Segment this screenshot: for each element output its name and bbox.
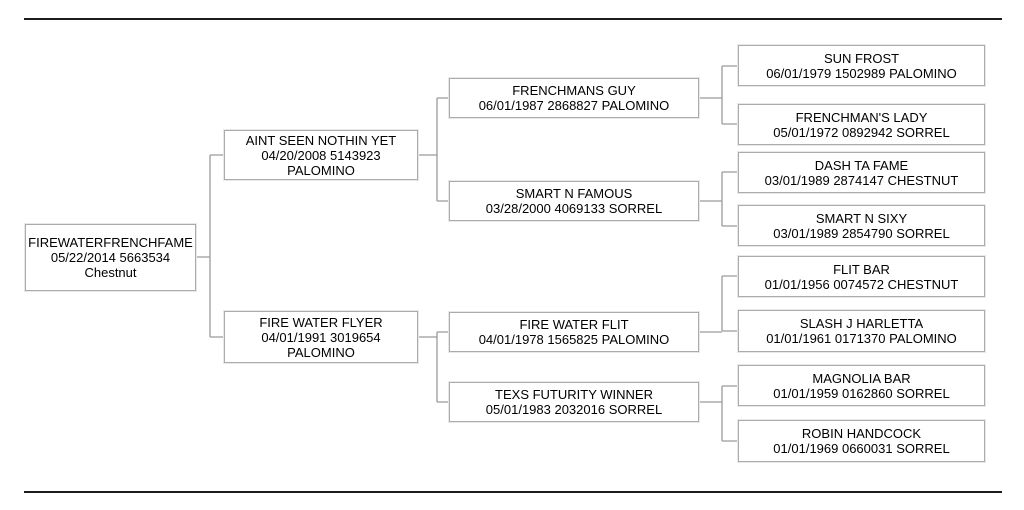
coat-color: SORREL (896, 225, 950, 241)
horse-name: FRENCHMANS GUY (512, 83, 636, 98)
horse-details: 04/01/1991 3019654 (261, 329, 381, 345)
pedigree-node-texs-futurity-winner: TEXS FUTURITY WINNER 05/01/1983 2032016 … (449, 382, 699, 422)
horse-details: 05/22/2014 5663534 (50, 250, 171, 265)
pedigree-node-smart-n-sixy: SMART N SIXY 03/01/1989 2854790 SORREL (738, 205, 985, 246)
coat-color: SORREL (608, 402, 663, 417)
horse-details: 05/01/1972 0892942 SORREL (741, 125, 982, 140)
horse-details: 01/01/1969 0660031 SORREL (741, 441, 982, 456)
pedigree-node-robin-handcock: ROBIN HANDCOCK 01/01/1969 0660031 SORREL (738, 420, 985, 462)
pedigree-node-smart-n-famous: SMART N FAMOUS 03/28/2000 4069133 SORREL (449, 181, 699, 221)
horse-name: SLASH J HARLETTA (799, 316, 924, 331)
pedigree-node-magnolia-bar: MAGNOLIA BAR 01/01/1959 0162860 SORREL (738, 365, 985, 406)
horse-details: 06/01/1979 1502989 PALOMINO (741, 66, 982, 81)
birth-reg: 01/01/1959 0162860 (773, 385, 893, 401)
birth-reg: 01/01/1969 0660031 (773, 441, 893, 456)
horse-details: 01/01/1956 0074572 CHESTNUT (741, 277, 982, 292)
coat-color: PALOMINO (889, 65, 957, 81)
horse-details: 06/01/1987 2868827 PALOMINO (452, 98, 696, 113)
coat-color: PALOMINO (287, 344, 355, 360)
horse-name: TEXS FUTURITY WINNER (495, 387, 653, 402)
pedigree-node-aint-seen-nothin-yet: AINT SEEN NOTHIN YET 04/20/2008 5143923 … (224, 130, 418, 180)
horse-details: 04/20/2008 5143923 (261, 147, 381, 163)
coat-color: Chestnut (84, 265, 137, 280)
horse-name: SMART N FAMOUS (515, 186, 633, 201)
pedigree-node-frenchmans-lady: FRENCHMAN'S LADY 05/01/1972 0892942 SORR… (738, 104, 985, 145)
horse-name: FRENCHMAN'S LADY (795, 109, 928, 125)
horse-name: SUN FROST (823, 50, 900, 66)
pedigree-node-fire-water-flit: FIRE WATER FLIT 04/01/1978 1565825 PALOM… (449, 312, 699, 352)
horse-details: 01/01/1961 0171370 PALOMINO (741, 331, 982, 346)
birth-reg: 03/01/1989 2854790 (773, 225, 893, 241)
coat-color: SORREL (896, 124, 950, 140)
pedigree-node-slash-j-harletta: SLASH J HARLETTA 01/01/1961 0171370 PALO… (738, 310, 985, 352)
horse-name: AINT SEEN NOTHIN YET (245, 132, 397, 148)
coat-color: SORREL (608, 201, 663, 216)
pedigree-node-firewaterfrenchfame: FIREWATERFRENCHFAME 05/22/2014 5663534 C… (25, 224, 196, 291)
coat-color: PALOMINO (601, 98, 670, 113)
pedigree-node-sun-frost: SUN FROST 06/01/1979 1502989 PALOMINO (738, 45, 985, 86)
horse-details: 03/28/2000 4069133 SORREL (452, 201, 696, 216)
bottom-rule (24, 491, 1002, 493)
birth-reg: 05/01/1983 2032016 (485, 402, 606, 417)
pedigree-node-dash-ta-fame: DASH TA FAME 03/01/1989 2874147 CHESTNUT (738, 152, 985, 193)
horse-details: 03/01/1989 2854790 SORREL (741, 226, 982, 241)
coat-color: PALOMINO (889, 331, 957, 346)
birth-reg: 04/01/1978 1565825 (478, 332, 598, 347)
coat-color: SORREL (896, 441, 950, 456)
coat-color: PALOMINO (601, 332, 670, 347)
horse-details: 05/01/1983 2032016 SORREL (452, 402, 696, 417)
birth-reg: 06/01/1987 2868827 (478, 98, 598, 113)
birth-reg: 01/01/1961 0171370 (766, 331, 886, 346)
coat-color: PALOMINO (287, 162, 355, 178)
top-rule (24, 18, 1002, 20)
birth-reg: 03/28/2000 4069133 (485, 201, 606, 216)
horse-name: SMART N SIXY (815, 210, 908, 226)
horse-details: 01/01/1959 0162860 SORREL (741, 386, 982, 401)
birth-reg: 06/01/1979 1502989 (766, 65, 886, 81)
pedigree-node-frenchmans-guy: FRENCHMANS GUY 06/01/1987 2868827 PALOMI… (449, 78, 699, 118)
horse-name: FLIT BAR (833, 261, 890, 277)
coat-color: CHESTNUT (887, 276, 959, 292)
coat-color: CHESTNUT (887, 172, 959, 188)
horse-name: MAGNOLIA BAR (812, 370, 911, 386)
horse-name: FIRE WATER FLIT (519, 317, 629, 332)
pedigree-node-fire-water-flyer: FIRE WATER FLYER 04/01/1991 3019654 PALO… (224, 311, 418, 363)
horse-name: FIREWATERFRENCHFAME (28, 235, 193, 250)
horse-details: 03/01/1989 2874147 CHESTNUT (741, 173, 982, 188)
horse-name: DASH TA FAME (814, 157, 909, 173)
birth-reg: 03/01/1989 2874147 (764, 172, 884, 188)
coat-color: SORREL (896, 385, 950, 401)
horse-name: FIRE WATER FLYER (259, 314, 383, 330)
birth-reg: 01/01/1956 0074572 (764, 276, 884, 292)
birth-reg: 05/01/1972 0892942 (773, 124, 893, 140)
pedigree-node-flit-bar: FLIT BAR 01/01/1956 0074572 CHESTNUT (738, 256, 985, 297)
horse-details: 04/01/1978 1565825 PALOMINO (452, 332, 696, 347)
horse-name: ROBIN HANDCOCK (801, 426, 922, 441)
